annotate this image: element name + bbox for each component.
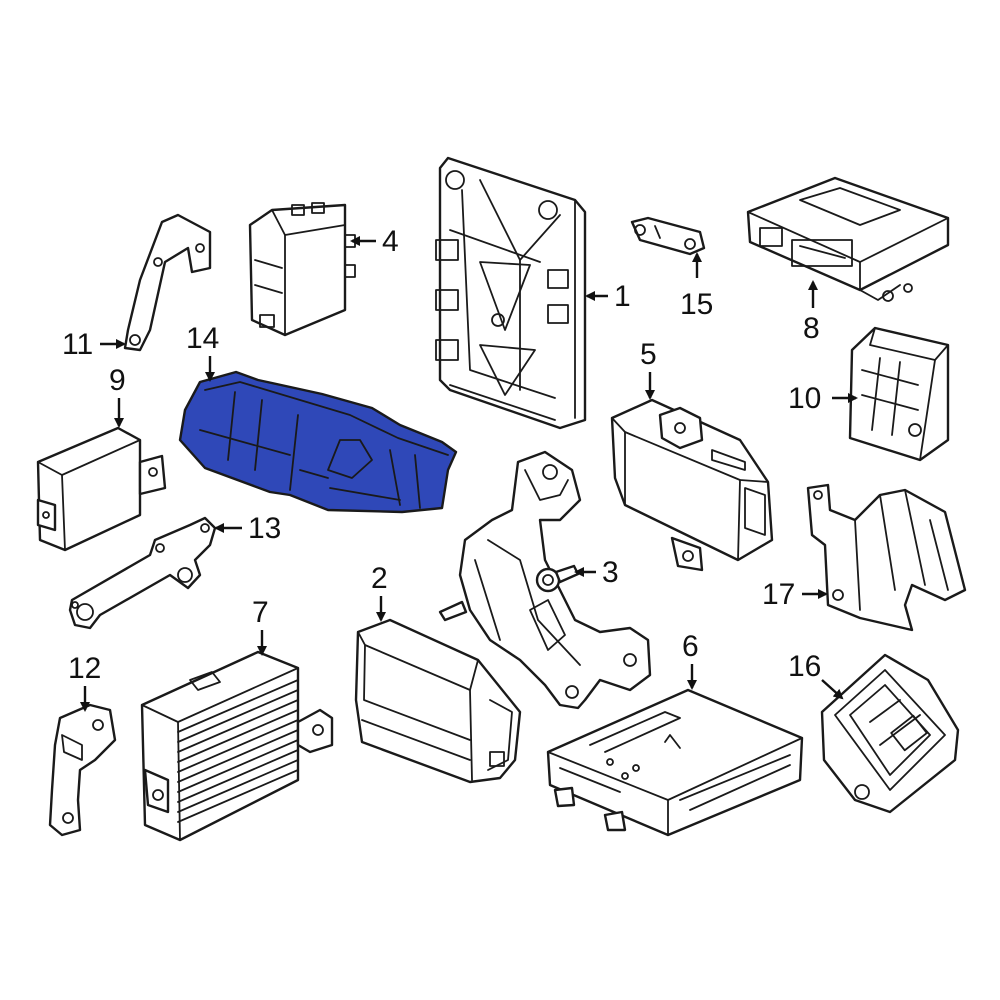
callout-7[interactable]: 7 bbox=[252, 596, 269, 629]
callout-3[interactable]: 3 bbox=[602, 556, 619, 589]
callout-12[interactable]: 12 bbox=[68, 652, 101, 685]
part-9-module[interactable] bbox=[36, 426, 167, 552]
callout-labels: 1 2 3 4 5 6 7 8 9 10 11 12 13 14 15 16 1… bbox=[62, 225, 821, 685]
callout-15[interactable]: 15 bbox=[680, 288, 713, 321]
part-8-module[interactable] bbox=[746, 176, 950, 302]
callout-9[interactable]: 9 bbox=[109, 364, 126, 397]
part-14-highlighted-module[interactable] bbox=[178, 370, 458, 514]
part-6-flat-ecu[interactable] bbox=[546, 688, 804, 837]
leader-16 bbox=[821, 679, 844, 700]
callout-17[interactable]: 17 bbox=[762, 578, 795, 611]
callout-6[interactable]: 6 bbox=[682, 630, 699, 663]
part-3-mounting-bracket[interactable] bbox=[438, 450, 652, 710]
part-13-bracket[interactable] bbox=[68, 516, 217, 630]
callout-10[interactable]: 10 bbox=[788, 382, 821, 415]
part-11-bracket[interactable] bbox=[123, 213, 212, 352]
callout-14[interactable]: 14 bbox=[186, 322, 219, 355]
part-16-module[interactable] bbox=[820, 653, 960, 814]
part-10-module[interactable] bbox=[848, 326, 950, 462]
callout-8[interactable]: 8 bbox=[803, 312, 820, 345]
part-17-bracket[interactable] bbox=[806, 483, 967, 632]
part-4-module[interactable] bbox=[248, 202, 356, 337]
part-7-finned-module[interactable] bbox=[140, 650, 334, 842]
callout-4[interactable]: 4 bbox=[382, 225, 399, 258]
part-2-module[interactable] bbox=[354, 618, 522, 784]
callout-5[interactable]: 5 bbox=[640, 338, 657, 371]
callout-2[interactable]: 2 bbox=[371, 562, 388, 595]
callout-1[interactable]: 1 bbox=[614, 280, 631, 313]
leader-lines bbox=[80, 236, 858, 712]
part-1-fuse-box[interactable] bbox=[435, 156, 587, 430]
callout-13[interactable]: 13 bbox=[248, 512, 281, 545]
part-15-bracket[interactable] bbox=[630, 216, 706, 256]
part-5-module[interactable] bbox=[610, 398, 774, 572]
callout-16[interactable]: 16 bbox=[788, 650, 821, 683]
part-12-bracket[interactable] bbox=[48, 703, 117, 837]
callout-11[interactable]: 11 bbox=[62, 328, 93, 361]
